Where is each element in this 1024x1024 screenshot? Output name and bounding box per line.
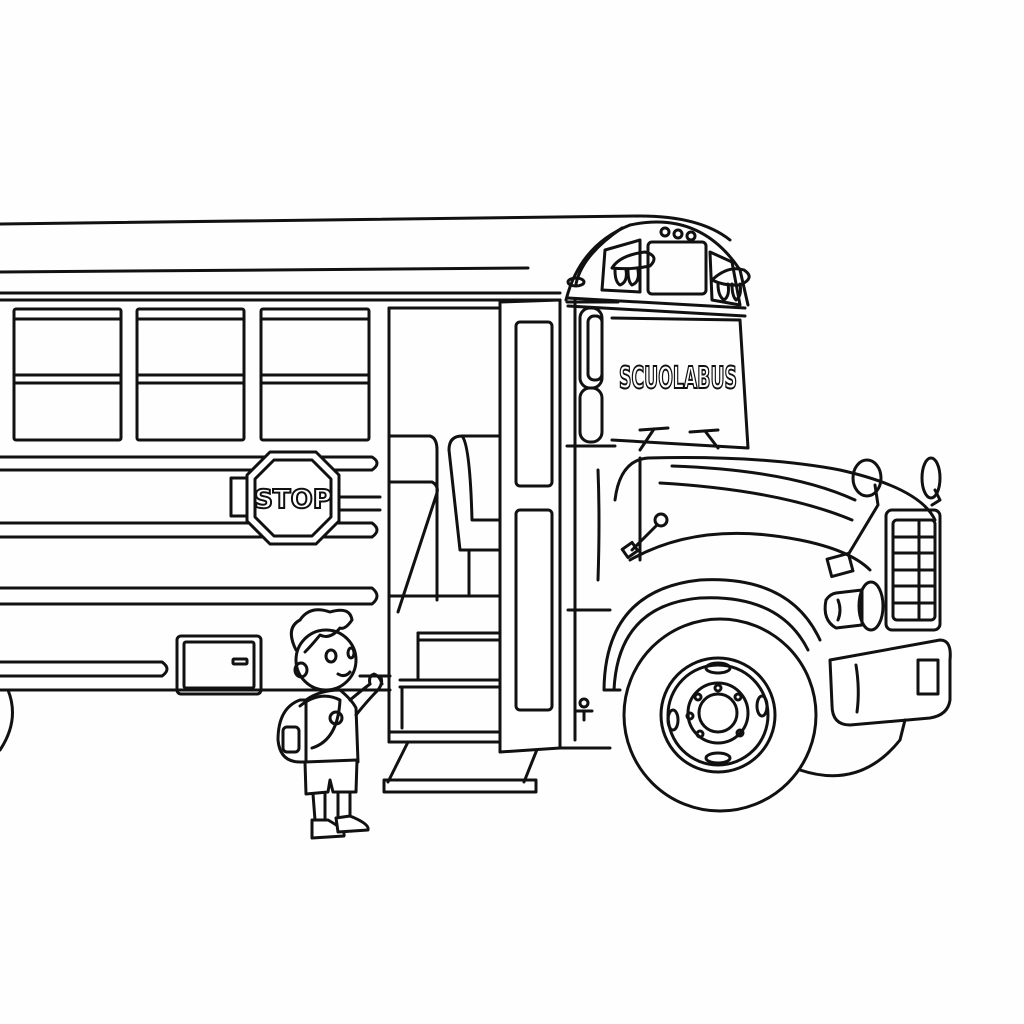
stop-sign-label: STOP — [254, 485, 332, 515]
bus-sign-label: SCUOLABUS — [619, 361, 737, 396]
stop-sign-arm: STOP — [229, 450, 341, 546]
front-wheel — [622, 617, 907, 813]
bus-door — [498, 298, 562, 754]
destination-sign: SCUOLABUS — [610, 316, 750, 452]
bus-hood — [613, 456, 942, 579]
door-handle-icon — [575, 697, 594, 722]
bus-front-top — [564, 220, 751, 318]
headlight — [823, 580, 885, 632]
front-fender — [602, 578, 822, 692]
bus-cab — [558, 298, 620, 750]
side-windows — [12, 307, 371, 442]
door-opening — [382, 306, 542, 794]
child-figure — [276, 608, 384, 840]
front-grille — [884, 508, 942, 632]
side-compartment — [175, 634, 263, 696]
bus-roof — [0, 214, 732, 302]
rear-wheel-arc — [0, 688, 14, 752]
front-bumper — [828, 638, 952, 727]
